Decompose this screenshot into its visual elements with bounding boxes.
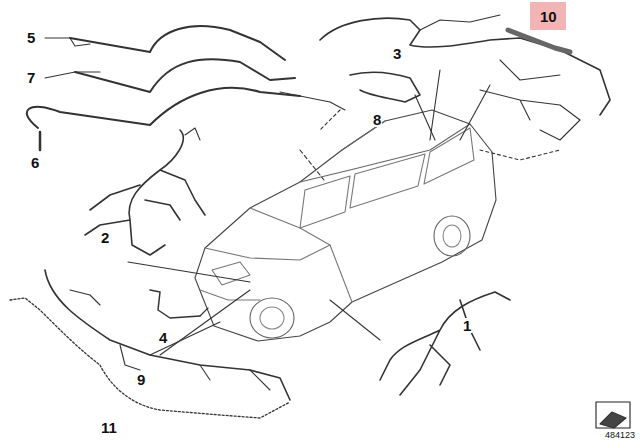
callout-number: 6: [30, 155, 40, 170]
callout-number: 7: [26, 70, 36, 85]
callout-number: 8: [372, 112, 382, 127]
callout-number: 3: [392, 46, 402, 61]
callout-number: 4: [158, 330, 168, 345]
highlight-box: 10: [530, 2, 566, 30]
callout-number: 9: [136, 372, 146, 387]
callout-number: 10: [540, 9, 557, 24]
callout-number: 11: [100, 420, 118, 435]
diagram-number: 484123: [604, 431, 636, 440]
callout-number: 1: [462, 318, 472, 333]
callout-number: 2: [100, 230, 110, 245]
callout-number: 5: [26, 30, 36, 45]
